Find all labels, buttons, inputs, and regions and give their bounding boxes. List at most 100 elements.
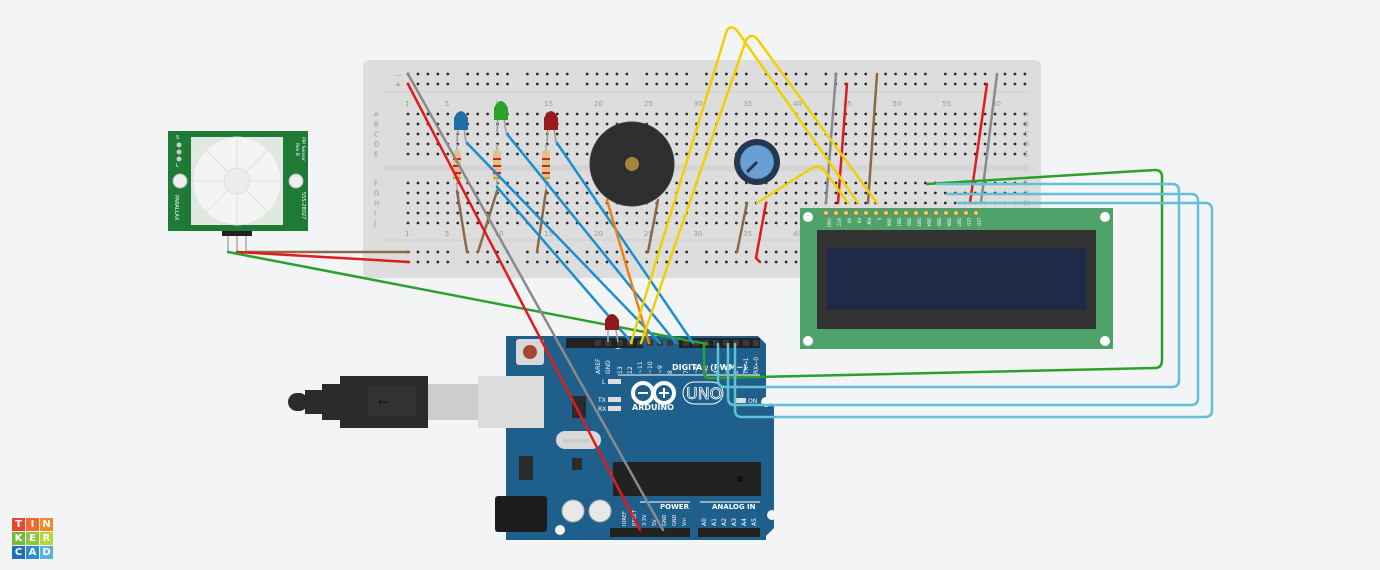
breadboard-hole[interactable] (894, 132, 897, 136)
rail-hole[interactable] (416, 72, 420, 76)
breadboard-hole[interactable] (794, 191, 798, 195)
breadboard-hole[interactable] (725, 221, 728, 225)
breadboard-hole[interactable] (555, 221, 559, 225)
rail-hole[interactable] (953, 72, 957, 76)
breadboard-hole[interactable] (725, 132, 728, 136)
breadboard-hole[interactable] (695, 211, 698, 215)
breadboard-hole[interactable] (565, 221, 569, 225)
digital-header-low[interactable] (679, 338, 760, 348)
breadboard-hole[interactable] (973, 122, 977, 126)
breadboard-hole[interactable] (535, 152, 539, 156)
breadboard-hole[interactable] (715, 181, 718, 185)
breadboard-hole[interactable] (565, 142, 569, 146)
rail-hole[interactable] (685, 72, 688, 76)
breadboard-hole[interactable] (655, 112, 659, 116)
breadboard-hole[interactable] (804, 142, 808, 146)
breadboard-hole[interactable] (754, 211, 758, 215)
breadboard-hole[interactable] (784, 142, 788, 146)
rail-hole[interactable] (715, 250, 718, 254)
breadboard-hole[interactable] (834, 152, 838, 156)
breadboard-hole[interactable] (645, 221, 649, 225)
breadboard-hole[interactable] (406, 191, 410, 195)
rail-hole[interactable] (655, 72, 659, 76)
breadboard-hole[interactable] (904, 142, 907, 146)
breadboard-hole[interactable] (864, 181, 868, 185)
rail-hole[interactable] (1023, 82, 1027, 86)
rail-hole[interactable] (804, 82, 808, 86)
wire-cyan-lcd[interactable] (726, 192, 1200, 407)
breadboard-hole[interactable] (784, 152, 788, 156)
breadboard-hole[interactable] (486, 132, 489, 136)
wire-gray-gnd[interactable] (406, 72, 665, 532)
rail-hole[interactable] (894, 72, 897, 76)
breadboard-hole[interactable] (406, 221, 410, 225)
breadboard-hole[interactable] (993, 152, 997, 156)
breadboard-hole[interactable] (476, 112, 480, 116)
breadboard-hole[interactable] (814, 112, 818, 116)
digital-header-high[interactable] (566, 338, 643, 348)
breadboard-hole[interactable] (953, 201, 957, 205)
breadboard-hole[interactable] (914, 181, 917, 185)
breadboard-hole[interactable] (416, 112, 420, 116)
breadboard-hole[interactable] (705, 221, 708, 225)
digital-pin[interactable] (605, 340, 611, 346)
breadboard-hole[interactable] (526, 142, 529, 146)
rail-hole[interactable] (446, 82, 450, 86)
breadboard-hole[interactable] (804, 112, 808, 116)
wire-blue[interactable] (555, 141, 695, 345)
breadboard-hole[interactable] (784, 112, 788, 116)
breadboard-hole[interactable] (894, 152, 897, 156)
breadboard-hole[interactable] (844, 132, 848, 136)
lcd-pin[interactable] (923, 209, 930, 216)
breadboard-hole[interactable] (496, 211, 499, 215)
breadboard-hole[interactable] (943, 122, 947, 126)
breadboard-hole[interactable] (933, 201, 937, 205)
rail-hole[interactable] (565, 250, 569, 254)
rail-hole[interactable] (535, 82, 539, 86)
breadboard-hole[interactable] (605, 221, 609, 225)
breadboard-hole[interactable] (764, 191, 768, 195)
breadboard-hole[interactable] (953, 152, 957, 156)
breadboard-hole[interactable] (874, 181, 878, 185)
breadboard-hole[interactable] (476, 221, 480, 225)
breadboard-hole[interactable] (784, 132, 788, 136)
breadboard-hole[interactable] (426, 211, 430, 215)
breadboard-hole[interactable] (1003, 152, 1007, 156)
breadboard-hole[interactable] (914, 122, 917, 126)
breadboard-hole[interactable] (1003, 132, 1007, 136)
rail-hole[interactable] (555, 250, 559, 254)
breadboard-hole[interactable] (675, 201, 679, 205)
breadboard-hole[interactable] (635, 221, 639, 225)
rail-hole[interactable] (675, 72, 679, 76)
breadboard-hole[interactable] (774, 221, 778, 225)
breadboard-hole[interactable] (486, 201, 489, 205)
breadboard-hole[interactable] (446, 132, 450, 136)
breadboard-hole[interactable] (595, 211, 599, 215)
breadboard-hole[interactable] (993, 132, 997, 136)
breadboard-hole[interactable] (894, 122, 897, 126)
breadboard-hole[interactable] (705, 112, 708, 116)
breadboard-hole[interactable] (585, 181, 589, 185)
rail-hole[interactable] (884, 82, 887, 86)
breadboard-hole[interactable] (973, 132, 977, 136)
breadboard-hole[interactable] (416, 221, 420, 225)
rail-hole[interactable] (904, 82, 907, 86)
breadboard-hole[interactable] (715, 211, 718, 215)
rail-hole[interactable] (973, 72, 977, 76)
breadboard-hole[interactable] (914, 191, 917, 195)
breadboard-hole[interactable] (545, 201, 549, 205)
breadboard-hole[interactable] (486, 112, 489, 116)
rail-hole[interactable] (486, 82, 489, 86)
breadboard-hole[interactable] (744, 132, 748, 136)
breadboard-hole[interactable] (734, 211, 738, 215)
breadboard-hole[interactable] (894, 142, 897, 146)
breadboard-hole[interactable] (844, 191, 848, 195)
rail-hole[interactable] (585, 72, 589, 76)
rail-hole[interactable] (744, 82, 748, 86)
reset-button-cap[interactable] (523, 345, 537, 359)
breadboard-hole[interactable] (486, 152, 489, 156)
rail-hole[interactable] (595, 72, 599, 76)
breadboard-hole[interactable] (446, 211, 450, 215)
breadboard-hole[interactable] (734, 112, 738, 116)
